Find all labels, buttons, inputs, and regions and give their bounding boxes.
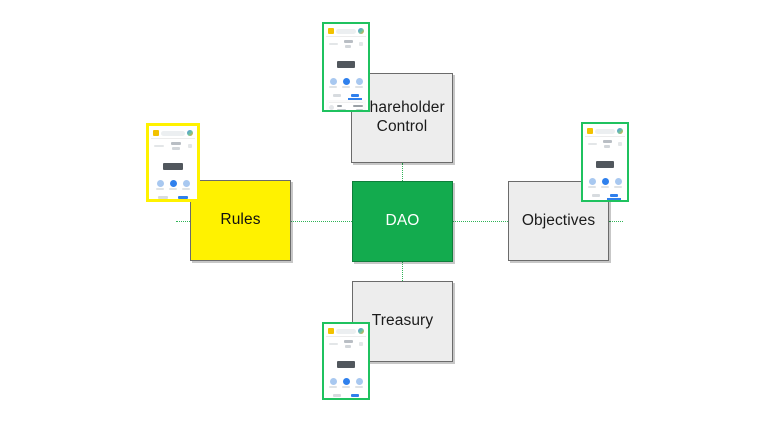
- connector-stub-left: [176, 221, 190, 222]
- token-icon: [329, 105, 334, 110]
- node-shareholder-control[interactable]: Shareholder Control: [351, 73, 453, 163]
- account-row[interactable]: [326, 37, 366, 50]
- tab-bar: [585, 192, 625, 200]
- send-action[interactable]: [588, 177, 596, 188]
- chevron-down-icon[interactable]: [359, 41, 363, 46]
- activity-tab[interactable]: [348, 394, 362, 398]
- address-pill[interactable]: [336, 28, 356, 34]
- screenshot-rules[interactable]: [146, 123, 200, 202]
- account-left-label: [588, 142, 597, 145]
- tokens-tab[interactable]: [155, 196, 171, 199]
- account-avatar[interactable]: [187, 130, 193, 136]
- wallet-header: [151, 128, 195, 139]
- screenshot-treasury[interactable]: [322, 322, 370, 400]
- connector-shareholder-control-to-dao: [402, 163, 403, 181]
- account-row[interactable]: [151, 139, 195, 152]
- swap-action[interactable]: [355, 77, 363, 88]
- receive-action[interactable]: [601, 177, 609, 188]
- wallet-logo-icon: [587, 128, 593, 134]
- chevron-down-icon[interactable]: [618, 141, 622, 146]
- balance-display: [151, 151, 195, 178]
- balance-amount: [595, 160, 615, 168]
- node-dao[interactable]: DAO: [352, 181, 453, 262]
- connector-dao-to-objectives: [453, 221, 508, 222]
- account-name: [341, 340, 356, 348]
- list-item[interactable]: [588, 202, 622, 203]
- balance-amount: [162, 162, 184, 170]
- receive-action[interactable]: [169, 179, 177, 190]
- wallet-app-screen: [326, 26, 366, 110]
- wallet-logo-icon: [328, 28, 334, 34]
- action-buttons: [326, 75, 366, 92]
- wallet-header: [326, 26, 366, 37]
- activity-list: [326, 400, 366, 401]
- activity-list: [585, 199, 625, 203]
- chevron-down-icon[interactable]: [188, 143, 192, 148]
- screenshot-objectives[interactable]: [581, 122, 629, 202]
- account-row[interactable]: [585, 137, 625, 150]
- account-left-label: [329, 342, 338, 345]
- node-shareholder-control-label: Shareholder Control: [359, 99, 445, 135]
- swap-action[interactable]: [182, 179, 190, 190]
- wallet-logo-icon: [153, 130, 159, 136]
- connector-stub-right: [609, 221, 623, 222]
- action-buttons: [326, 375, 366, 392]
- screenshot-shareholder-control[interactable]: [322, 22, 370, 112]
- address-pill[interactable]: [595, 128, 615, 134]
- receive-action[interactable]: [342, 77, 350, 88]
- activity-tab[interactable]: [348, 94, 362, 100]
- receive-action[interactable]: [342, 377, 350, 388]
- connector-rules-to-dao: [291, 221, 352, 222]
- activity-tab[interactable]: [175, 196, 191, 199]
- send-action[interactable]: [329, 377, 337, 388]
- wallet-app-screen: [151, 128, 195, 199]
- activity-list: [326, 99, 366, 110]
- wallet-app-screen: [585, 126, 625, 200]
- wallet-header: [585, 126, 625, 137]
- tab-bar: [151, 194, 195, 199]
- balance-display: [326, 49, 366, 76]
- account-left-label: [329, 42, 338, 45]
- wallet-app-screen: [326, 326, 366, 398]
- account-left-label: [154, 144, 164, 147]
- balance-amount: [336, 60, 356, 68]
- node-rules-label: Rules: [220, 211, 261, 229]
- list-item[interactable]: [329, 101, 363, 110]
- node-rules[interactable]: Rules: [190, 180, 291, 261]
- activity-list: [151, 202, 195, 203]
- tokens-tab[interactable]: [589, 194, 603, 200]
- node-objectives-label: Objectives: [521, 211, 596, 229]
- account-name: [600, 140, 615, 148]
- tab-bar: [326, 92, 366, 100]
- tab-bar: [326, 392, 366, 398]
- balance-display: [585, 149, 625, 176]
- account-avatar[interactable]: [617, 128, 623, 134]
- send-action[interactable]: [156, 179, 164, 190]
- tokens-tab[interactable]: [330, 394, 344, 398]
- address-pill[interactable]: [161, 130, 185, 136]
- activity-tab[interactable]: [607, 194, 621, 200]
- action-buttons: [151, 177, 195, 194]
- wallet-logo-icon: [328, 328, 334, 334]
- balance-amount: [336, 360, 356, 368]
- node-dao-label: DAO: [385, 212, 420, 230]
- chevron-down-icon[interactable]: [359, 341, 363, 346]
- account-row[interactable]: [326, 337, 366, 350]
- tokens-tab[interactable]: [330, 94, 344, 100]
- connector-dao-to-treasury: [402, 262, 403, 281]
- account-avatar[interactable]: [358, 328, 364, 334]
- send-action[interactable]: [329, 77, 337, 88]
- balance-display: [326, 349, 366, 376]
- account-name: [167, 142, 185, 150]
- address-pill[interactable]: [336, 328, 356, 334]
- account-name: [341, 40, 356, 48]
- swap-action[interactable]: [614, 177, 622, 188]
- action-buttons: [585, 175, 625, 192]
- swap-action[interactable]: [355, 377, 363, 388]
- account-avatar[interactable]: [358, 28, 364, 34]
- node-treasury-label: Treasury: [371, 312, 434, 330]
- wallet-header: [326, 326, 366, 337]
